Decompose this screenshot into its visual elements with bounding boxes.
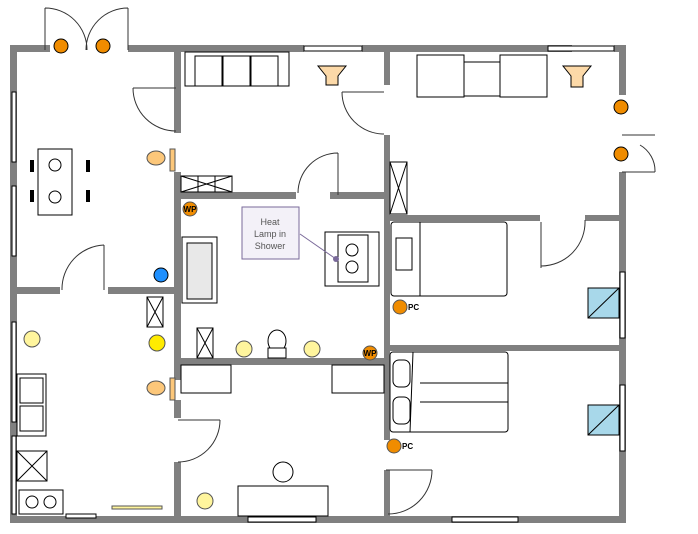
bathtub bbox=[181, 236, 218, 304]
callout-line-2: Lamp in bbox=[254, 229, 286, 239]
callout-line-3: Shower bbox=[255, 241, 286, 251]
svg-text:WP: WP bbox=[184, 205, 198, 214]
kitchen bbox=[16, 373, 64, 515]
toilet bbox=[267, 329, 287, 359]
dining-table bbox=[30, 148, 90, 216]
walls bbox=[10, 45, 626, 523]
windows bbox=[11, 45, 626, 523]
cabinets bbox=[180, 161, 408, 215]
wp-outlet: WP bbox=[362, 345, 378, 361]
wp-outlet: WP bbox=[182, 201, 198, 217]
svg-text:PC: PC bbox=[408, 303, 419, 312]
bed-1 bbox=[390, 221, 508, 297]
callout-line-1: Heat bbox=[260, 217, 280, 227]
table-lamps bbox=[316, 65, 593, 88]
sofa bbox=[184, 51, 290, 87]
ceiling-lights bbox=[23, 38, 629, 510]
stove bbox=[324, 231, 380, 287]
wall-ac-units bbox=[587, 287, 620, 436]
heat-lamp-callout: Heat Lamp in Shower bbox=[241, 206, 339, 262]
svg-text:PC: PC bbox=[402, 442, 413, 451]
pc-outlet: PC bbox=[392, 299, 419, 315]
doors bbox=[44, 7, 656, 515]
armchairs bbox=[416, 54, 548, 98]
pc-outlet: PC bbox=[386, 438, 413, 454]
desk bbox=[237, 461, 329, 517]
svg-text:WP: WP bbox=[364, 349, 378, 358]
bed-2 bbox=[389, 351, 509, 433]
counters bbox=[146, 296, 385, 394]
